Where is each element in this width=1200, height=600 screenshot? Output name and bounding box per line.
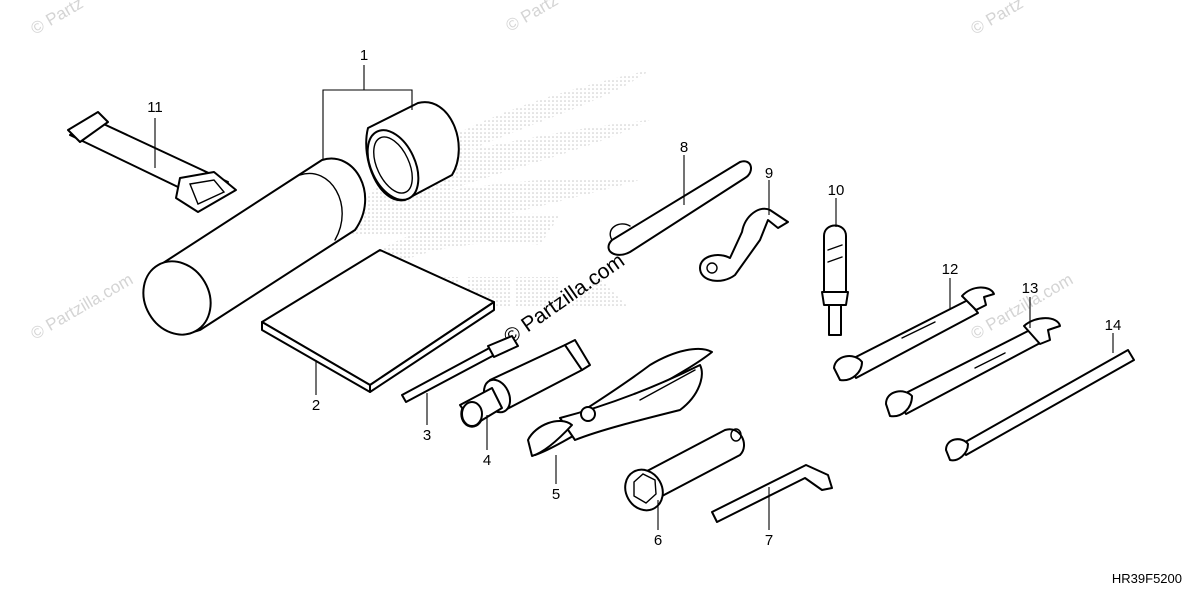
callout-14: 14	[1105, 317, 1122, 334]
part-5-pliers[interactable]	[527, 347, 713, 457]
part-12-wrench[interactable]	[833, 286, 995, 382]
callout-5: 5	[552, 486, 560, 503]
callout-10: 10	[828, 182, 845, 199]
watermark-top-right: © Partz	[968, 0, 1027, 38]
part-2-owners-manual[interactable]	[261, 249, 495, 393]
callout-6: 6	[654, 532, 662, 549]
callout-13: 13	[1022, 280, 1039, 297]
leader-lines	[154, 65, 1114, 530]
callout-11: 11	[147, 99, 163, 116]
watermark-top-left: © Partz	[28, 0, 87, 38]
watermark-left: © Partzilla.com	[28, 270, 137, 344]
part-7-hex-key[interactable]	[711, 464, 833, 523]
watermark-top-mid: © Partz	[503, 0, 562, 35]
part-4-screwdriver-handle[interactable]	[459, 339, 591, 428]
part-3-screwdriver-bit[interactable]	[401, 335, 519, 403]
part-11-strap[interactable]	[67, 111, 237, 213]
callout-1: 1	[360, 47, 368, 64]
callout-2: 2	[312, 397, 320, 414]
callout-4: 4	[483, 452, 491, 469]
callout-12: 12	[942, 261, 959, 278]
part-1-tool-tube[interactable]	[130, 101, 460, 347]
part-14-tommy-bar[interactable]	[945, 349, 1135, 462]
callout-7: 7	[765, 532, 773, 549]
part-10-screwdriver[interactable]	[821, 224, 849, 336]
callout-3: 3	[423, 427, 431, 444]
callout-8: 8	[680, 139, 688, 156]
part-9-hook-wrench[interactable]	[699, 207, 789, 282]
part-8-pin-spanner[interactable]	[607, 160, 752, 256]
diagram-code: HR39F5200	[1112, 571, 1182, 586]
part-13-wrench[interactable]	[885, 317, 1061, 418]
callout-9: 9	[765, 165, 773, 182]
part-6-spark-plug-wrench[interactable]	[618, 428, 745, 517]
callout-labels: 1 2 3 4 5 6 7 8 9 10 11 12 13 14	[147, 47, 1121, 549]
